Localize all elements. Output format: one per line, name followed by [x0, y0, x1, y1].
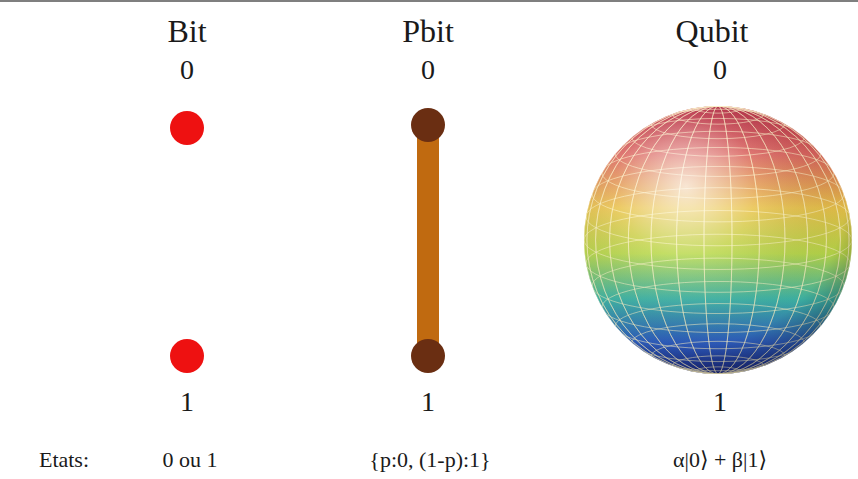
- bit-zero-dot: [170, 111, 204, 145]
- state-value: 1: [180, 387, 194, 418]
- column-title: Qubit: [676, 14, 749, 49]
- state-value: 0: [180, 55, 194, 86]
- top-rule: [0, 0, 858, 2]
- sphere-shine: [584, 106, 852, 374]
- state-value: 1: [713, 387, 727, 418]
- row-heading: Etats:: [39, 448, 89, 472]
- pbit-one-end: [411, 339, 445, 373]
- state-value: 0: [421, 55, 435, 86]
- column-title: Bit: [167, 14, 206, 49]
- pbit-bar: [417, 125, 439, 356]
- pbit-zero-end: [411, 108, 445, 142]
- state-formula: α|0⟩ + β|1⟩: [673, 448, 767, 472]
- state-value: 1: [421, 387, 435, 418]
- state-formula: {p:0, (1-p):1}: [369, 448, 490, 472]
- bloch-sphere: [584, 106, 852, 374]
- column-title: Pbit: [402, 14, 454, 49]
- state-value: 0: [713, 55, 727, 86]
- state-formula: 0 ou 1: [163, 448, 218, 472]
- bit-one-dot: [170, 339, 204, 373]
- longitude-line: [584, 106, 852, 374]
- sphere-grid: [584, 103, 852, 377]
